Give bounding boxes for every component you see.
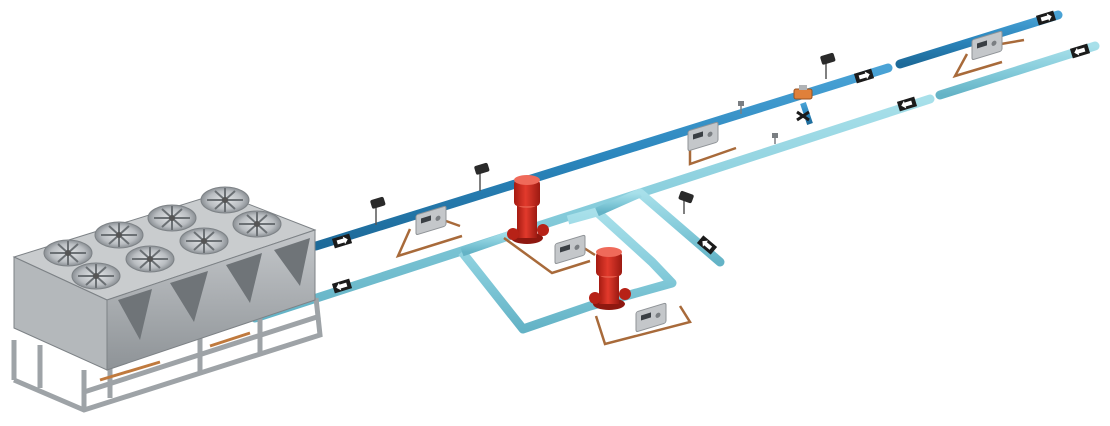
meter-unit (594, 302, 692, 346)
sensor-probe (738, 101, 744, 114)
flow-arrow (331, 278, 353, 294)
inline-pump-secondary (589, 247, 631, 310)
flow-arrow (853, 68, 875, 84)
flow-arrow (331, 233, 353, 249)
inline-pump-primary (507, 175, 549, 244)
flow-arrows (331, 10, 1091, 294)
chiller-side (13, 256, 108, 371)
meter-unit (952, 30, 1025, 79)
sensor-flag (474, 162, 490, 191)
chiller-fans (43, 186, 282, 290)
supply-main-pipe (311, 63, 893, 251)
temperature-sensors (370, 52, 836, 225)
meter-unit (395, 205, 463, 259)
return-main-pipe (250, 94, 935, 323)
meter-unit (687, 121, 737, 166)
fan (94, 221, 144, 249)
fan (232, 210, 282, 238)
return-piping (250, 41, 1100, 334)
sensor-flag (370, 196, 386, 225)
fan (200, 186, 250, 214)
sensor-probe (772, 133, 778, 144)
branch-cross-pipe (595, 188, 642, 217)
flow-arrow (1035, 10, 1057, 26)
fan (43, 239, 93, 267)
fan (71, 262, 121, 290)
fan (147, 204, 197, 232)
control-valve (793, 85, 813, 122)
meter-unit (503, 234, 596, 275)
sensor-flag (678, 190, 694, 214)
flow-arrow (696, 235, 718, 255)
return-far-right-pipe (935, 41, 1100, 100)
fan (125, 245, 175, 273)
meter-units (395, 30, 1025, 346)
air-cooled-chiller (11, 186, 323, 413)
flow-arrow (1069, 43, 1091, 59)
sensor-flag (820, 52, 836, 79)
fan (179, 227, 229, 255)
flow-arrow (896, 96, 918, 112)
